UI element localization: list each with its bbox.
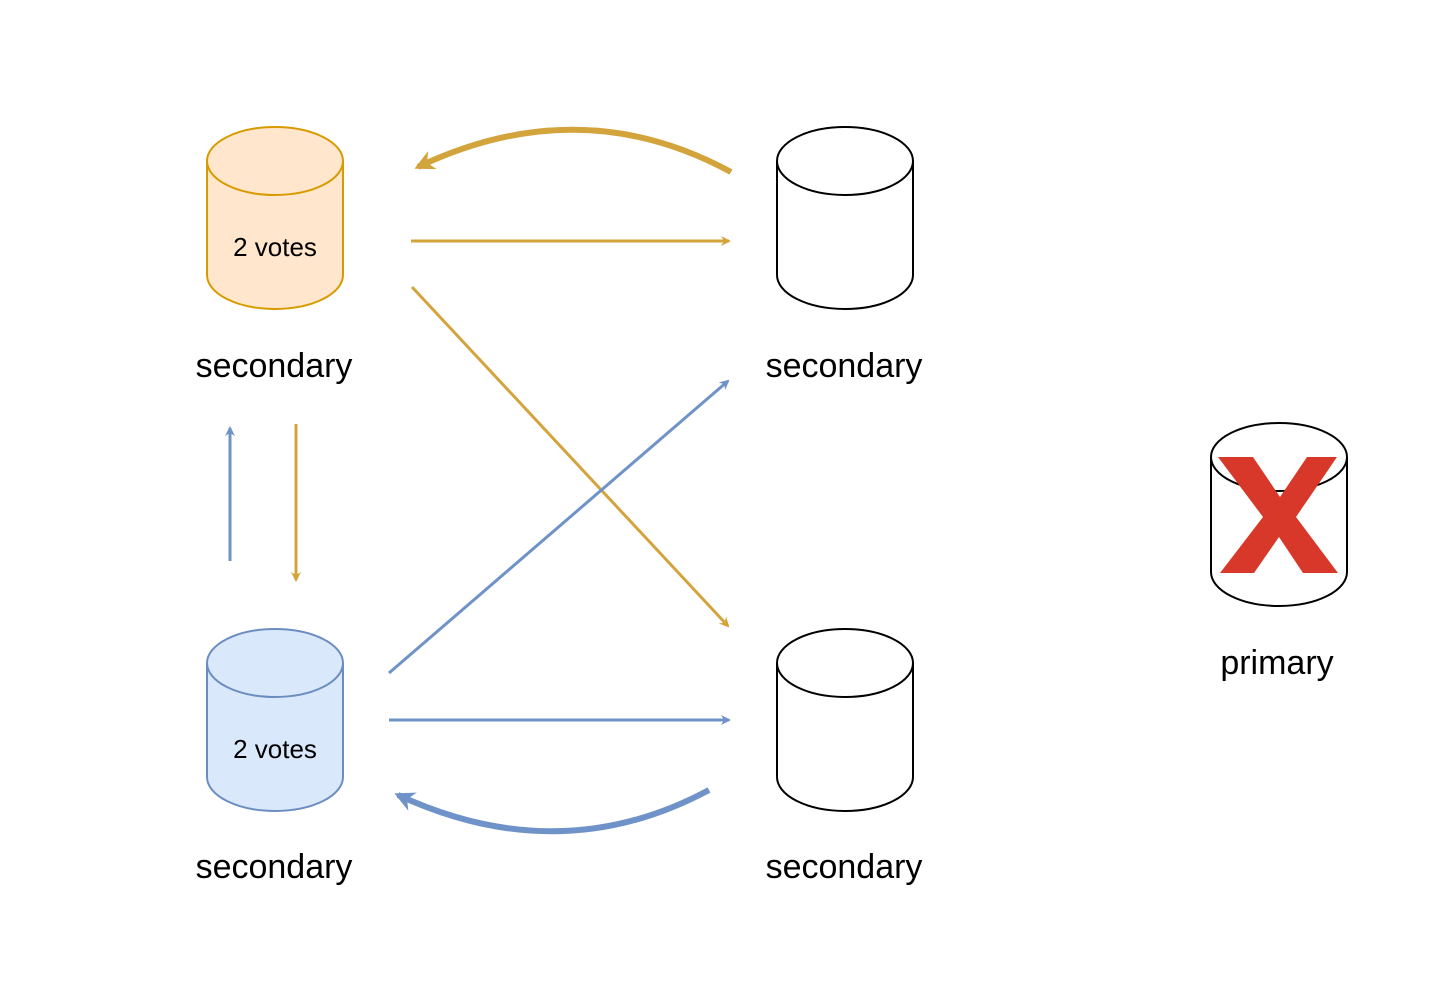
cylinder-body [776,161,914,310]
node-label: secondary [766,347,923,385]
arrow-orange-top-left-to-bottom-right [410,285,730,628]
arrow-blue-bottom-left-to-top-right [388,379,730,675]
votes-label: 2 votes [233,734,317,764]
x-mark-icon [1218,457,1338,573]
node-label: primary [1220,644,1333,682]
node-top-right-secondary: secondary [766,126,923,385]
node-top-left-secondary: 2 votes secondary [196,126,353,385]
arrow-orange-curved-vote [414,126,733,175]
cylinder-top [776,628,914,698]
cylinder-body [776,663,914,812]
cylinder-top [206,628,344,698]
node-label: secondary [196,848,353,886]
cylinder-body [206,663,344,812]
arrow-blue-curved-vote [394,787,711,835]
node-label: secondary [196,347,353,385]
cylinder-body [206,161,344,310]
node-failed-primary: primary [1210,422,1348,682]
node-bottom-right-secondary: secondary [766,628,923,886]
cylinder-top [206,126,344,196]
node-label: secondary [766,848,923,886]
cylinder-top [776,126,914,196]
votes-label: 2 votes [233,232,317,262]
node-bottom-left-secondary: 2 votes secondary [196,628,353,886]
